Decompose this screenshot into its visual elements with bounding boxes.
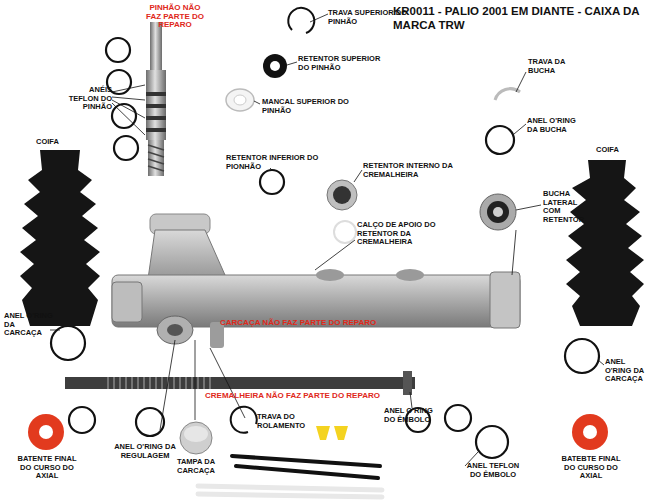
part-name: ANEL TEFLON DO ÊMBOLO <box>464 462 522 479</box>
part-name: ANEL O'RING DA CARCAÇA <box>605 358 650 384</box>
part-name: MANCAL SUPERIOR DO PINHÃO <box>262 98 352 115</box>
part-name: ANEL O'RING DA REGULAGEM <box>112 443 178 460</box>
pinion-shaft <box>146 22 166 176</box>
part-name: RETENTOR INFERIOR DO PIONHÃO <box>226 154 326 171</box>
o-ring <box>51 38 599 458</box>
plastic-part <box>316 426 348 440</box>
exclusion-note: CARCAÇA NÃO FAZ PARTE DO REPARO <box>220 319 400 328</box>
part-name: BATEBTE FINAL DO CURSO DO AXIAL <box>560 455 622 481</box>
part-name: ANEL O'RING DA CARCAÇA <box>4 312 54 338</box>
part-name: RETENTOR INTERNO DA CREMALHEIRA <box>363 162 455 179</box>
part-name: CALÇO DE APOIO DO RETENTOR DA CREMALHEIR… <box>357 221 462 247</box>
part-name: RETENTOR SUPERIOR DO PINHÃO <box>298 55 388 72</box>
part-name: TRAVA SUPERIOR DO PINHÃO <box>328 9 408 26</box>
snap-ring <box>231 8 520 433</box>
cable-tie <box>198 456 382 497</box>
leader-line <box>50 14 604 466</box>
rack-housing <box>112 214 520 348</box>
part-name: ANEL O'RING DA BUCHA <box>527 117 585 134</box>
exclusion-note: PINHÃO NÃO FAZ PARTE DO REPARO <box>142 4 208 30</box>
diagram-title: KR0011 - PALIO 2001 EM DIANTE - CAIXA DA… <box>393 4 648 32</box>
seal <box>226 54 516 243</box>
housing-cap <box>180 422 212 454</box>
part-name: TAMPA DA CARCAÇA <box>168 458 224 475</box>
part-name: COIFA <box>596 146 636 155</box>
part-name: BUCHA LATERAL COM RETENTOR <box>543 190 593 224</box>
rubber-boot <box>20 150 644 326</box>
part-name: ANEL O'RING DO ÊMBOLO <box>384 407 440 424</box>
part-name: TRAVA DO ROLAMENTO <box>257 413 317 430</box>
part-name: COIFA <box>36 138 76 147</box>
part-name: TRAVA DA BUCHA <box>528 58 576 75</box>
part-name: ANÉIS TEFLON DO PINHÃO <box>60 86 112 112</box>
part-name: BATENTE FINAL DO CURSO DO AXIAL <box>16 455 78 481</box>
exclusion-note: CREMALHEIRA NÃO FAZ PARTE DO REPARO <box>205 392 435 401</box>
